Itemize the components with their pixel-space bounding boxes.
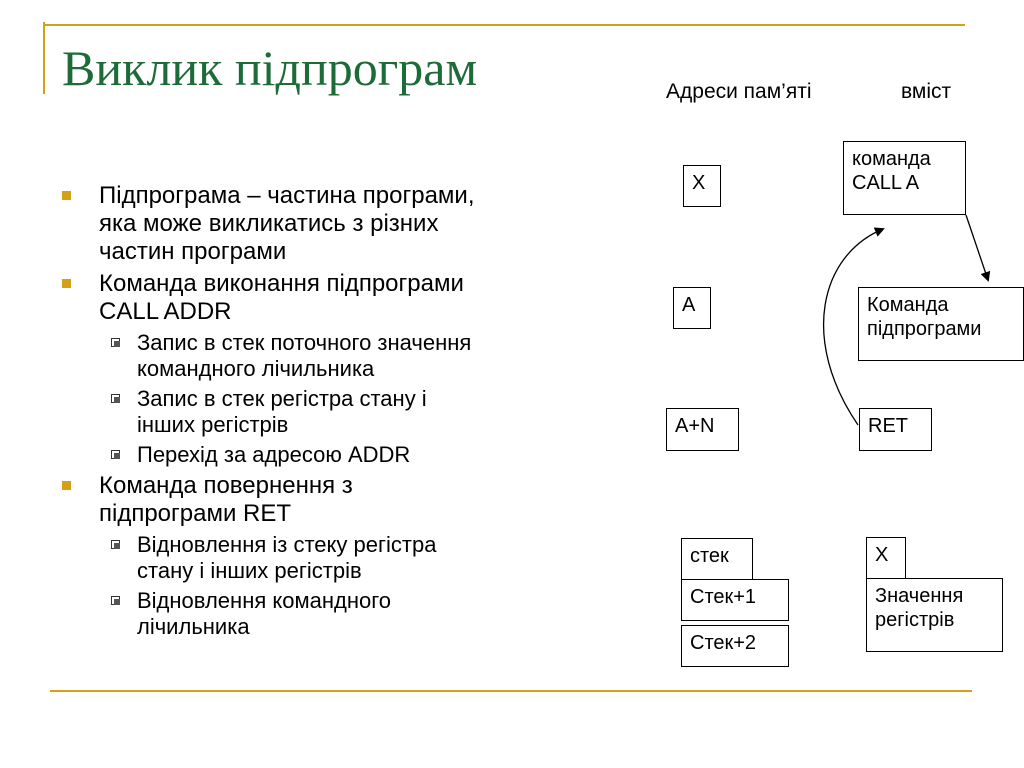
memory-content-header: вміст (901, 80, 952, 103)
sub-bullet-push-counter: Запис в стек поточного значення командно… (62, 330, 592, 382)
sub-bullet-text-line: інших регістрів (137, 412, 289, 437)
register-values-line: регістрів (875, 609, 955, 631)
subprogram-command-line: підпрограми (867, 318, 982, 340)
bullet-subprogram-definition: Підпрограма – частина програми, яка може… (62, 182, 592, 266)
checkbox-bullet-icon (111, 338, 120, 347)
slide-title: Виклик підпрограм (62, 40, 478, 96)
checkbox-bullet-icon (111, 450, 120, 459)
sub-bullet-restore-status: Відновлення із стеку регістра стану і ін… (62, 532, 592, 584)
call-to-subprogram-arrow (965, 214, 991, 282)
bottom-divider (50, 690, 972, 692)
bullet-text-line: CALL ADDR (99, 298, 232, 325)
stack-x-box: X (866, 537, 906, 579)
bullet-text-line: Підпрограма – частина програми, (99, 182, 475, 209)
bullet-list: Підпрограма – частина програми, яка може… (62, 182, 592, 644)
call-command-line: команда (852, 148, 931, 170)
sub-bullet-text-line: Перехід за адресою ADDR (137, 442, 411, 467)
sub-bullet-restore-counter: Відновлення командного лічильника (62, 588, 592, 640)
sub-bullet-text-line: Відновлення командного (137, 588, 391, 613)
stack-plus-2-box: Стек+2 (681, 625, 789, 667)
ret-command-box: RET (859, 408, 932, 451)
call-command-box: команда CALL A (843, 141, 966, 215)
bullet-ret-command: Команда повернення з підпрограми RET (62, 472, 592, 528)
title-accent-line (43, 22, 45, 94)
call-command-line: CALL A (852, 172, 920, 194)
sub-bullet-text-line: Запис в стек регістра стану і (137, 386, 427, 411)
subprogram-command-line: Команда (867, 294, 949, 316)
sub-bullet-text-line: Запис в стек поточного значення (137, 330, 472, 355)
checkbox-bullet-icon (111, 596, 120, 605)
sub-bullet-jump-addr: Перехід за адресою ADDR (62, 442, 592, 468)
register-values-line: Значення (875, 585, 964, 607)
bullet-square-icon (62, 279, 71, 288)
bullet-call-command: Команда виконання підпрограми CALL ADDR (62, 270, 592, 326)
bullet-square-icon (62, 481, 71, 490)
sub-bullet-text-line: стану і інших регістрів (137, 558, 362, 583)
bullet-text-line: частин програми (99, 238, 287, 265)
bullet-text-line: підпрограми RET (99, 500, 292, 527)
address-x-box: X (683, 165, 721, 207)
register-values-box: Значення регістрів (866, 578, 1003, 652)
bullet-square-icon (62, 191, 71, 200)
sub-bullet-text-line: Відновлення із стеку регістра (137, 532, 437, 557)
sub-bullet-push-status: Запис в стек регістра стану і інших регі… (62, 386, 592, 438)
top-divider (43, 24, 965, 26)
bullet-text-line: Команда виконання підпрограми (99, 270, 464, 297)
stack-top-box: стек (681, 538, 753, 580)
address-a-plus-n-box: A+N (666, 408, 739, 451)
sub-bullet-text-line: лічильника (137, 614, 250, 639)
bullet-text-line: яка може викликатись з різних (99, 210, 439, 237)
subprogram-command-box: Команда підпрограми (858, 287, 1024, 361)
sub-bullet-text-line: командного лічильника (137, 356, 375, 381)
checkbox-bullet-icon (111, 540, 120, 549)
stack-plus-1-box: Стек+1 (681, 579, 789, 621)
memory-addresses-header: Адреси пам’яті (666, 80, 812, 103)
address-a-box: A (673, 287, 711, 329)
bullet-text-line: Команда повернення з (99, 472, 353, 499)
checkbox-bullet-icon (111, 394, 120, 403)
